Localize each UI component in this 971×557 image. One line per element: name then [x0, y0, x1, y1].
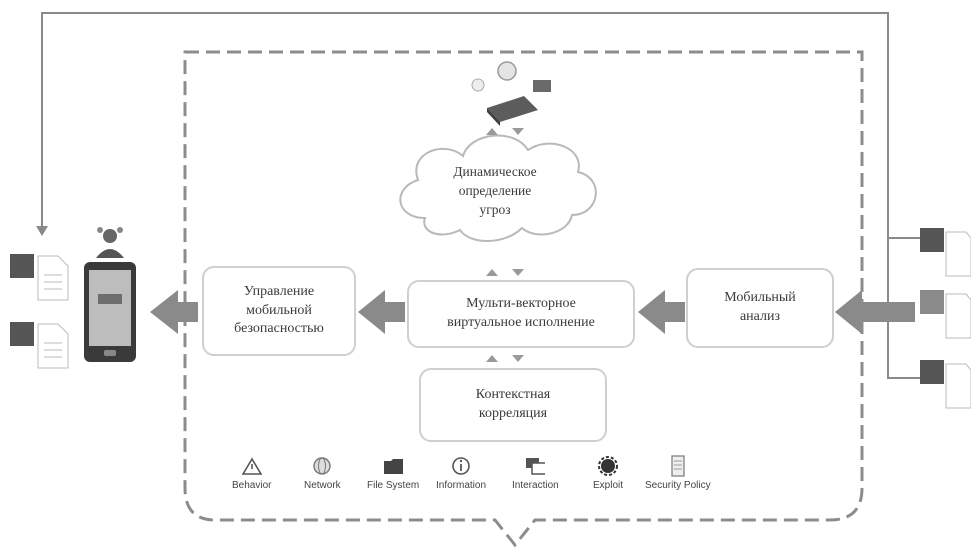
arrow-exec-to-management: [358, 290, 405, 334]
threat-cloud: [399, 134, 597, 242]
legend-item-file-system: File System: [367, 455, 419, 491]
windows-icon: [525, 455, 546, 477]
server-cluster-icon: [471, 61, 551, 126]
threat-detection-label: Динамическое определение угроз: [453, 164, 537, 217]
legend-label: File System: [367, 480, 420, 491]
system-boundary: [183, 50, 864, 548]
legend-label: Security Policy: [645, 480, 711, 491]
legend-item-interaction: Interaction: [512, 455, 559, 491]
app-file-icon-right-bottom: [920, 360, 971, 409]
mobile-security-management-box: Управление мобильной безопасностью: [202, 266, 356, 356]
context-correlation-box: Контекстная корреляция: [419, 368, 607, 442]
mobile-analysis-box: Мобильный анализ: [686, 268, 834, 348]
feedback-arrowhead: [36, 226, 48, 236]
app-file-icon-left-top: [10, 254, 69, 301]
app-file-icon-right-middle: [920, 290, 971, 339]
arrow-input-to-analysis: [835, 290, 915, 334]
gear-icon: [598, 455, 618, 477]
app-file-icon-left-bottom: [10, 322, 69, 369]
legend-label: Network: [304, 480, 341, 491]
document-stack-icon: [668, 455, 688, 477]
legend-item-behavior: Behavior: [232, 455, 271, 491]
app-file-icon-right-top: [920, 228, 971, 277]
warning-triangle-icon: [241, 455, 262, 477]
agent-avatar-icon: [96, 227, 124, 258]
arrow-management-to-phone: [150, 290, 198, 334]
legend-item-network: Network: [304, 455, 341, 491]
smartphone-icon: [84, 262, 136, 362]
legend-label: Exploit: [593, 480, 624, 491]
arrow-analysis-to-exec: [638, 290, 685, 334]
folder-icon: [383, 455, 404, 477]
legend-label: Information: [436, 480, 487, 491]
flow-arrows: [150, 290, 915, 334]
multivector-execution-box: Мульти-векторное виртуальное исполнение: [407, 280, 635, 348]
legend-item-information: Information: [436, 455, 486, 491]
feedback-line: [41, 12, 889, 230]
legend-item-exploit: Exploit: [593, 455, 623, 491]
globe-icon: [312, 455, 332, 477]
legend-label: Interaction: [512, 480, 559, 491]
legend-label: Behavior: [232, 480, 272, 491]
input-bracket: [887, 230, 922, 379]
connector-carets: [486, 128, 524, 362]
info-circle-icon: [451, 455, 471, 477]
legend-item-security-policy: Security Policy: [645, 455, 711, 491]
